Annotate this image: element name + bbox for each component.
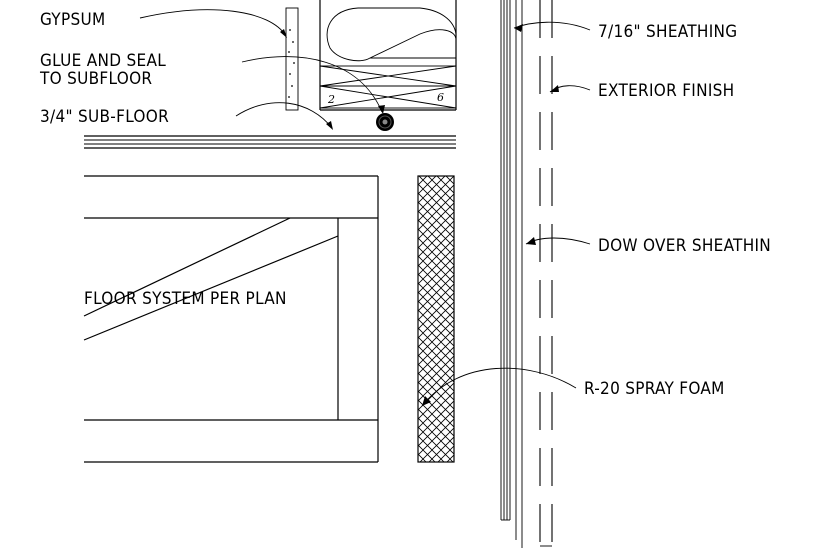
label-floor-system: FLOOR SYSTEM PER PLAN bbox=[84, 289, 287, 309]
sealant-bead bbox=[376, 113, 394, 131]
labels: GYPSUM GLUE AND SEAL TO SUBFLOOR 3/4" SU… bbox=[39, 10, 771, 399]
label-gypsum: GYPSUM bbox=[40, 10, 105, 30]
label-exterior-finish: EXTERIOR FINISH bbox=[598, 81, 734, 101]
label-glue-line2: TO SUBFLOOR bbox=[39, 69, 152, 89]
label-subfloor: 3/4" SUB-FLOOR bbox=[40, 107, 169, 127]
plate-mark-right: 6 bbox=[437, 91, 444, 104]
leader-lines bbox=[139, 9, 591, 407]
spray-foam-insulation bbox=[417, 175, 455, 463]
label-spray-foam: R-20 SPRAY FOAM bbox=[584, 379, 725, 399]
label-glue-line1: GLUE AND SEAL bbox=[40, 51, 166, 71]
wall-framing: 2 6 bbox=[319, 0, 457, 111]
exterior-finish bbox=[539, 0, 553, 547]
gypsum-board bbox=[285, 7, 299, 111]
plate-mark-left: 2 bbox=[327, 93, 335, 106]
floor-system bbox=[83, 175, 379, 463]
label-dow: DOW OVER SHEATHIN bbox=[598, 236, 771, 256]
sheathing bbox=[500, 0, 523, 548]
subfloor bbox=[84, 135, 456, 149]
label-sheathing: 7/16" SHEATHING bbox=[598, 22, 737, 42]
